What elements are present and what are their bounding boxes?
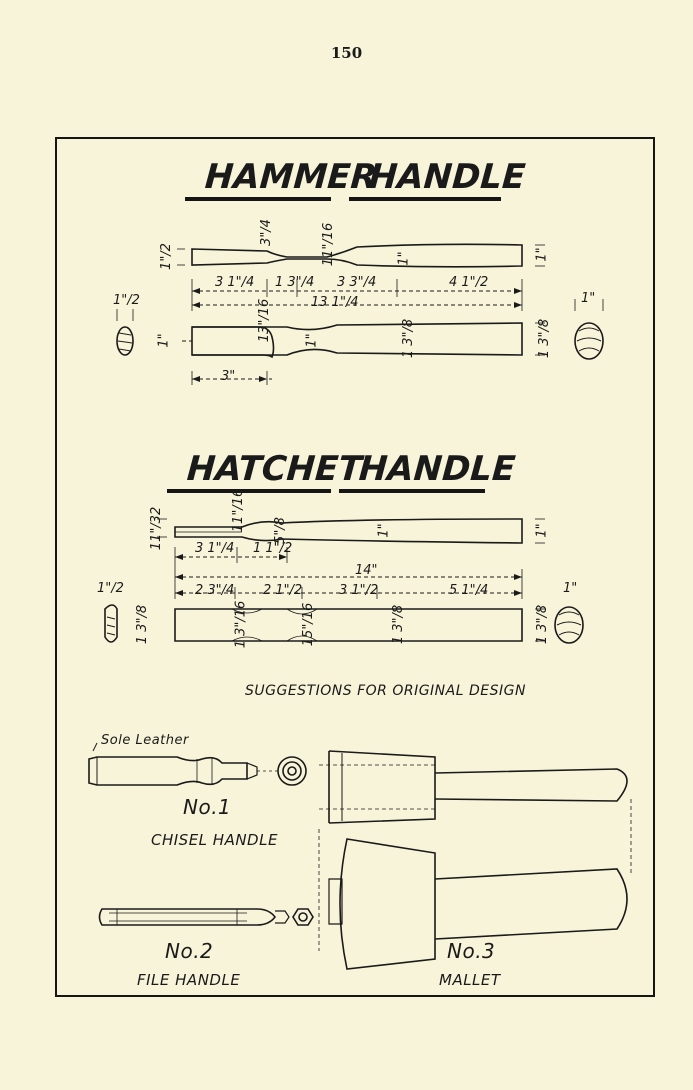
chisel-name: CHISEL HANDLE (151, 831, 278, 849)
hammer-dim-total: 13 1"/4 (311, 295, 359, 310)
hammer-dim-eye-len: 3" (221, 369, 236, 384)
hammer-title-underline-2 (349, 197, 501, 201)
hatchet-dim-s3: 3 1"/2 (339, 583, 379, 598)
mallet-side-handle (434, 868, 628, 940)
hammer-dim-eye-width: 1"/2 (113, 293, 140, 308)
hatchet-dim-seg-b: 1 1"/2 (253, 541, 293, 556)
hammer-dim-seg1: 3 1"/4 (215, 275, 255, 290)
hatchet-dim-body-end: 1 3"/8 (535, 604, 551, 645)
hatchet-end-section (104, 604, 118, 643)
hatchet-title-word1: HATCHET (185, 449, 363, 489)
hammer-dim-body-neck: 1" (304, 333, 320, 348)
hatchet-oval-section (554, 606, 584, 644)
hammer-dim-body-end: 1 3"/8 (537, 318, 553, 359)
hatchet-dim-end-right: 1" (534, 523, 550, 538)
file-handle-drawing (98, 908, 277, 926)
file-number: No.2 (165, 939, 214, 963)
mallet-name: MALLET (439, 971, 501, 989)
chisel-number: No.1 (183, 795, 232, 819)
mallet-top-head (328, 750, 436, 824)
hammer-dim-seg2: 1 3"/4 (275, 275, 315, 290)
hammer-dim-seg4: 4 1"/2 (449, 275, 489, 290)
hatchet-dim-body-1: 1 3"/16 (233, 600, 249, 649)
hammer-dim-neck-drop: 3"/4 (258, 219, 274, 246)
suggestions-title: SUGGESTIONS FOR ORIGINAL DESIGN (245, 683, 526, 699)
hammer-dim-seg3: 3 3"/4 (337, 275, 377, 290)
hatchet-title-underline-2 (339, 489, 485, 493)
hammer-dim-end-height: 1"/2 (158, 243, 174, 270)
hatchet-dim-eye-height: 1 3"/8 (135, 604, 151, 645)
hatchet-dim-shaft-side: 1" (376, 523, 392, 538)
hatchet-dim-neck-small: 5"/8 (272, 517, 288, 544)
hatchet-profile (174, 518, 523, 544)
hatchet-title-underline-1 (167, 489, 331, 493)
hatchet-dim-neck-mark: 11"/16 (231, 488, 247, 533)
hammer-dim-eye-height: 1" (156, 333, 172, 348)
hatchet-side-body (174, 608, 523, 642)
hatchet-dim-section-width: 1" (563, 581, 578, 596)
file-name: FILE HANDLE (137, 971, 241, 989)
hatchet-title-word2: HANDLE (357, 449, 517, 489)
hammer-dim-end-right: 1" (534, 247, 550, 262)
hammer-dim-section-width: 1" (581, 291, 596, 306)
hammer-profile (191, 243, 523, 268)
hatchet-dim-eye-width: 1"/2 (97, 581, 124, 596)
hammer-dim-shaft-side: 1" (396, 251, 412, 266)
chisel-note: Sole Leather (101, 733, 189, 748)
hammer-end-section (116, 326, 134, 356)
hammer-dim-neck-thick: 11"/16 (321, 222, 337, 267)
hammer-dim-eye-notch: 13"/16 (257, 298, 273, 343)
mallet-top-handle (434, 768, 628, 802)
page-number: 150 (330, 44, 363, 62)
hatchet-dim-total: 14" (355, 563, 378, 578)
hammer-oval-section (574, 322, 604, 360)
hatchet-dim-s2: 2 1"/2 (263, 583, 303, 598)
chisel-handle-drawing (88, 756, 248, 786)
mallet-side-head (339, 838, 436, 970)
hatchet-dim-s4: 5 1"/4 (449, 583, 489, 598)
hatchet-dim-end-height: 11"/32 (149, 506, 165, 551)
hatchet-dim-seg-a: 3 1"/4 (195, 541, 235, 556)
hammer-title-underline-1 (185, 197, 331, 201)
hatchet-dim-body-3: 1 3"/8 (391, 604, 407, 645)
hatchet-dim-s1: 2 3"/4 (195, 583, 235, 598)
mallet-number: No.3 (447, 939, 496, 963)
hammer-dim-body-mid: 1 3"/8 (401, 318, 417, 359)
drawing-plate: HAMMER HANDLE (55, 137, 655, 997)
hammer-side-body (192, 322, 523, 356)
drawing-lines (88, 243, 632, 970)
hatchet-dim-body-2: 15"/16 (301, 602, 317, 647)
